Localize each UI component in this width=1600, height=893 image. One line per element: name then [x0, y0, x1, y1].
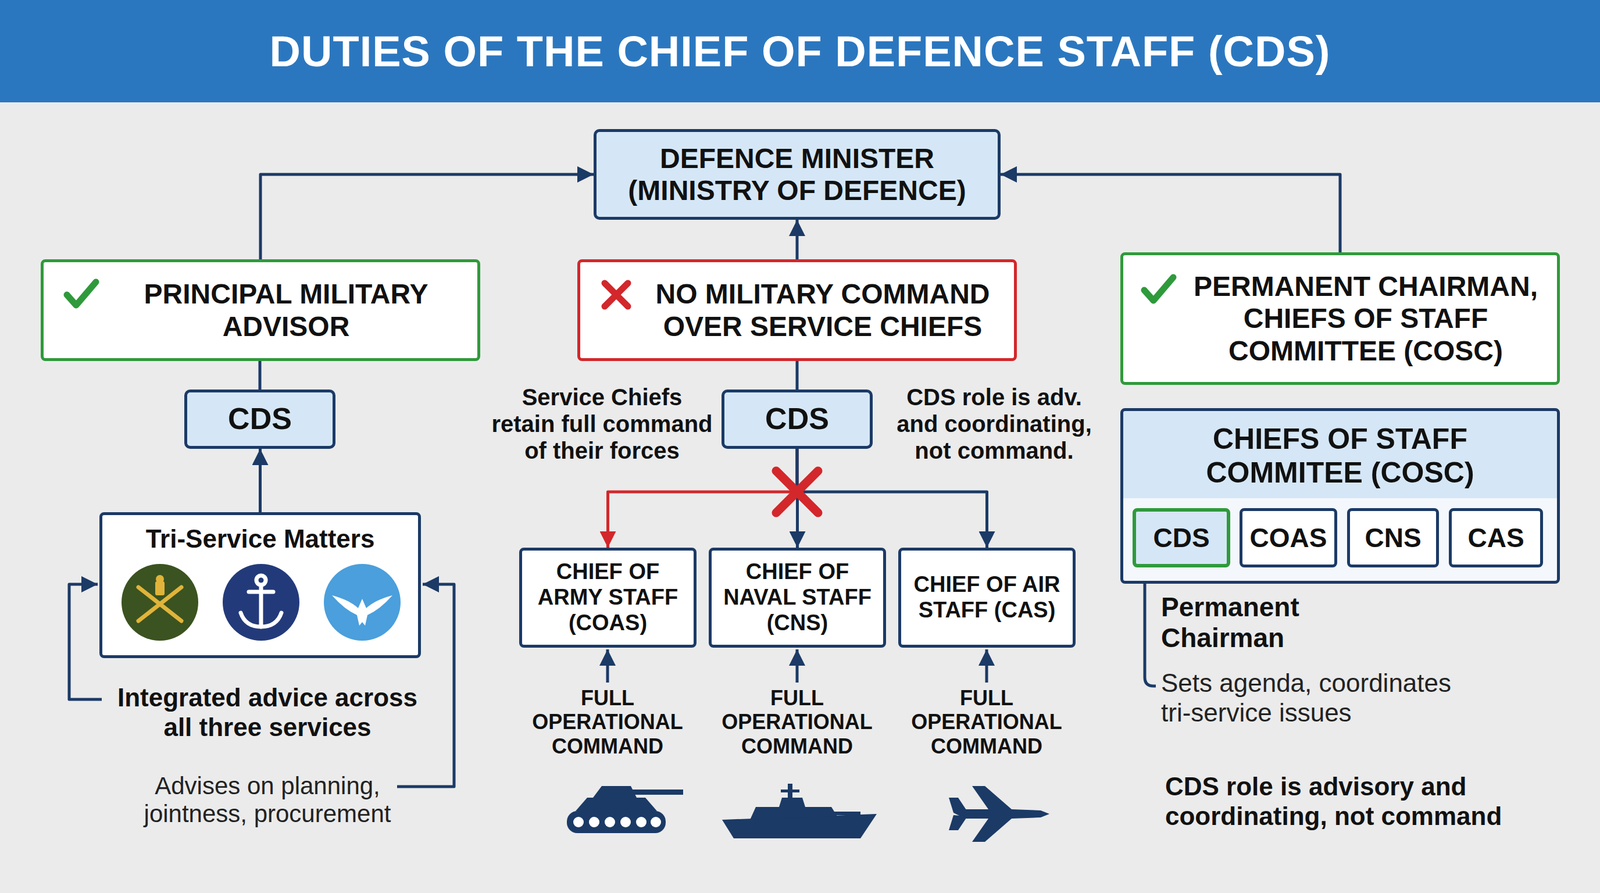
node-text: COAS — [1250, 522, 1328, 554]
cds-box: CDS — [721, 389, 873, 449]
ship-icon — [722, 783, 877, 839]
connector — [1000, 174, 1341, 253]
tank-icon — [566, 786, 684, 834]
chairman-label: Permanent Chairman — [1161, 591, 1348, 654]
chairman-leader — [1144, 569, 1156, 687]
node-text: PRINCIPAL MILITARY ADVISOR — [101, 277, 471, 342]
member-box: CDS — [1132, 508, 1231, 568]
command-label: FULL OPERATIONAL COMMAND — [511, 686, 704, 759]
node-text: CDS — [1152, 522, 1210, 554]
node-text: CHIEFS OF STAFF COMMITEE (COSC) — [1177, 422, 1503, 490]
cross-icon — [600, 278, 633, 312]
command-label: FULL OPERATIONAL COMMAND — [890, 686, 1083, 759]
command-arrow — [606, 649, 610, 683]
node-text: CHIEF OF AIR STAFF (CAS) — [908, 572, 1066, 623]
tri-service-box: Tri-Service Matters — [99, 512, 421, 659]
connector — [258, 448, 262, 513]
service-chief-box: CHIEF OF ARMY STAFF (COAS) — [519, 547, 697, 648]
command-label: FULL OPERATIONAL COMMAND — [701, 686, 894, 759]
connector — [797, 448, 988, 548]
node-text: CDS — [227, 401, 292, 437]
title-band: DUTIES OF THE CHIEF OF DEFENCE STAFF (CD… — [0, 0, 1600, 103]
side-note: Service Chiefs retain full command of th… — [487, 383, 717, 464]
connector — [795, 361, 799, 390]
node-text: Tri-Service Matters — [145, 524, 375, 555]
node-text: CHIEF OF NAVAL STAFF (CNS) — [718, 559, 877, 636]
node-text: CDS — [765, 401, 830, 437]
connector — [608, 448, 798, 548]
advice-note: Advises on planning, jointness, procurem… — [125, 772, 410, 829]
committee-box: CHIEFS OF STAFF COMMITEE (COSC) CDS COAS CN… — [1120, 408, 1560, 584]
service-chief-box: CHIEF OF NAVAL STAFF (CNS) — [708, 547, 887, 648]
member-box: CNS — [1347, 508, 1439, 568]
loop-leader — [69, 584, 102, 700]
connector — [795, 219, 799, 260]
service-emblems — [102, 561, 419, 649]
command-arrow — [985, 649, 989, 683]
node-text: NO MILITARY COMMAND OVER SERVICE CHIEFS — [638, 277, 1007, 342]
check-icon — [1140, 272, 1177, 306]
jet-icon — [948, 786, 1050, 842]
node-text: PERMANENT CHAIRMAN, CHIEFS OF STAFF COMM… — [1181, 270, 1550, 367]
role-box: PERMANENT CHAIRMAN, CHIEFS OF STAFF COMM… — [1120, 252, 1560, 385]
command-arrow — [795, 649, 799, 683]
connector — [258, 361, 262, 390]
side-note: CDS role is adv. and coordinating, not c… — [889, 383, 1099, 464]
red-cross — [776, 470, 819, 513]
airforce-emblem — [323, 563, 401, 641]
node-text: CNS — [1364, 522, 1421, 554]
node-text: CAS — [1467, 522, 1524, 554]
role-box: PRINCIPAL MILITARY ADVISOR — [40, 259, 481, 362]
role-box: NO MILITARY COMMAND OVER SERVICE CHIEFS — [577, 259, 1017, 362]
minister-box: DEFENCE MINISTER (MINISTRY OF DEFENCE) — [593, 129, 1001, 220]
navy-emblem — [222, 563, 300, 641]
member-box: COAS — [1239, 508, 1338, 568]
member-box: CAS — [1448, 508, 1544, 568]
check-icon — [63, 277, 100, 310]
advice-note: Integrated advice across all three servi… — [110, 683, 425, 742]
node-text: DEFENCE MINISTER (MINISTRY OF DEFENCE) — [603, 142, 991, 207]
service-chief-box: CHIEF OF AIR STAFF (CAS) — [898, 547, 1076, 648]
cds-box: CDS — [184, 389, 336, 449]
connector — [260, 174, 594, 260]
diagram-title: DUTIES OF THE CHIEF OF DEFENCE STAFF (CD… — [269, 26, 1331, 77]
army-emblem — [121, 563, 199, 641]
chairman-note: Sets agenda, coordinates tri-service iss… — [1161, 668, 1487, 728]
summary-note: CDS role is advisory and coordinating, n… — [1165, 772, 1573, 831]
node-text: CHIEF OF ARMY STAFF (COAS) — [529, 559, 687, 636]
